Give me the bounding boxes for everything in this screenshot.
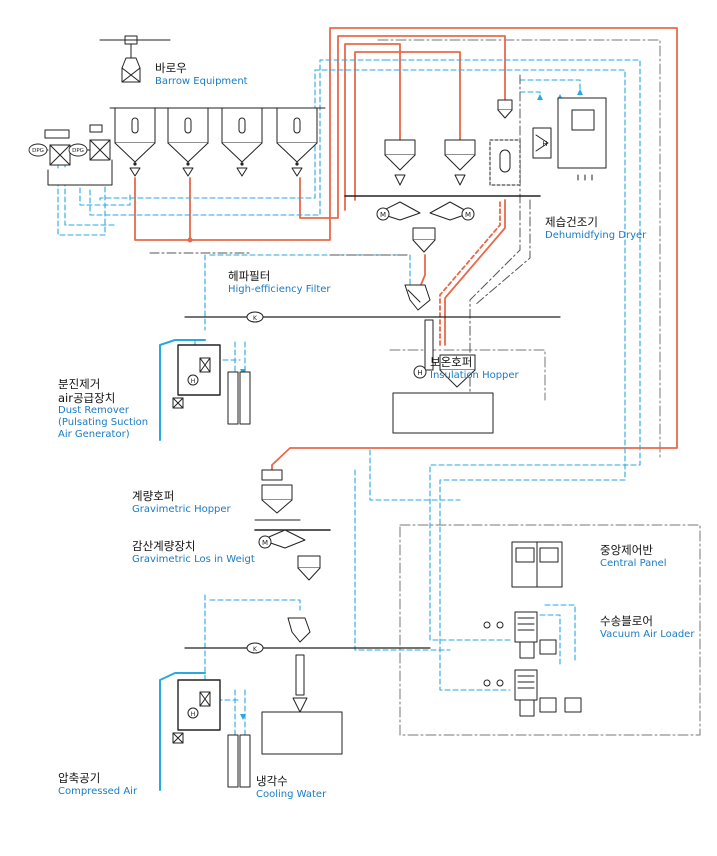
heater-symbol-dust-lower: H <box>191 711 196 718</box>
orange-product-lines <box>134 27 678 473</box>
gravimetric-hopper-label-ko: 계량호퍼 <box>132 489 175 503</box>
cooling-water-label: 냉각수 Cooling Water <box>256 774 327 800</box>
dryer-label-en: Dehumidfying Dryer <box>545 229 647 241</box>
dryer-label: 제습건조기 Dehumidfying Dryer <box>545 215 647 241</box>
insulation-hopper-label: 보온호퍼 Insulation Hopper <box>430 355 519 381</box>
central-panel <box>511 541 563 588</box>
gravimetric-loss-label-en: Gravimetric Los in Weigt <box>132 553 255 565</box>
motor-symbol-grav: M <box>262 539 268 547</box>
heater-symbol-hopper: H <box>417 369 422 377</box>
dpg-symbol-left: DPG <box>32 148 44 154</box>
hopper-frame <box>389 349 546 401</box>
dpg-units <box>34 124 113 186</box>
dust-remover-label-ko1: 분진제거 <box>58 377 101 391</box>
dust-remover-label-en1: Dust Remover <box>58 405 130 417</box>
dehumidifying-dryer <box>489 97 607 186</box>
dryer-area-hoppers <box>384 99 513 186</box>
motor-symbol-right: M <box>465 211 471 219</box>
cooling-water-label-en: Cooling Water <box>256 788 327 800</box>
barrow-label-en: Barrow Equipment <box>155 75 248 87</box>
silo-3 <box>221 107 263 177</box>
silo-1 <box>114 107 156 177</box>
vacuum-loader-label-en: Vacuum Air Loader <box>600 628 695 640</box>
silo-4 <box>276 107 318 177</box>
central-panel-label: 중앙제어반 Central Panel <box>600 543 667 569</box>
filter-label-en: High-efficiency Filter <box>228 283 331 295</box>
compressed-air-lines <box>159 339 206 791</box>
heater-symbol-dust-upper: H <box>191 378 196 385</box>
dust-remover-lower <box>172 679 251 788</box>
vacuum-loader-label-ko: 수송블로어 <box>600 614 653 628</box>
heater-symbol-dryer: H <box>542 140 547 148</box>
dust-remover-label: 분진제거 air공급장치 Dust Remover (Pulsating Suc… <box>58 377 149 441</box>
dust-remover-label-en3: Air Generator) <box>58 428 130 440</box>
compressed-air-label-en: Compressed Air <box>58 785 138 797</box>
central-panel-label-en: Central Panel <box>600 557 667 569</box>
vacuum-air-loaders <box>483 611 582 717</box>
dust-remover-label-ko2: air공급장치 <box>58 390 116 405</box>
insulation-hopper-label-ko: 보온호퍼 <box>430 355 473 369</box>
gravimetric-hopper <box>254 469 321 581</box>
dpg-symbol-right: DPG <box>72 148 84 154</box>
check-symbol-upper: K <box>253 315 258 322</box>
gravimetric-hopper-label-en: Gravimetric Hopper <box>132 503 231 515</box>
silo-2 <box>167 107 209 177</box>
gravimetric-loss-label-ko: 감산계량장치 <box>132 539 196 553</box>
cooling-water-label-ko: 냉각수 <box>256 774 288 788</box>
dryer-frame <box>377 39 661 461</box>
filter-label: 헤파필터 High-efficiency Filter <box>228 269 331 295</box>
dust-remover-label-en2: (Pulsating Suction <box>58 416 149 428</box>
screw-conveyors <box>376 201 475 253</box>
motor-symbol-left: M <box>380 211 386 219</box>
filter-label-ko: 헤파필터 <box>228 269 271 283</box>
conveyor-bars <box>254 195 541 531</box>
storage-silos <box>109 107 326 177</box>
insulation-hopper-label-en: Insulation Hopper <box>430 369 519 381</box>
dust-remover-upper <box>172 344 251 425</box>
central-frame <box>399 524 701 736</box>
barrow-equipment <box>99 35 171 83</box>
central-panel-label-ko: 중앙제어반 <box>600 543 653 557</box>
compressed-air-label: 압축공기 Compressed Air <box>58 771 138 797</box>
insulation-hopper <box>392 319 494 434</box>
dryer-label-ko: 제습건조기 <box>545 215 598 229</box>
gravimetric-loss-label: 감산계량장치 Gravimetric Los in Weigt <box>132 539 255 565</box>
compressed-air-label-ko: 압축공기 <box>58 771 101 785</box>
barrow-label-ko: 바로우 <box>155 61 187 75</box>
barrow-label: 바로우 Barrow Equipment <box>155 61 248 87</box>
hepa-filter <box>246 284 431 323</box>
gravimetric-hopper-label: 계량호퍼 Gravimetric Hopper <box>132 489 231 515</box>
vacuum-loader-label: 수송블로어 Vacuum Air Loader <box>600 614 695 640</box>
check-symbol-lower: K <box>253 646 258 653</box>
lower-filter-tank <box>246 617 343 755</box>
